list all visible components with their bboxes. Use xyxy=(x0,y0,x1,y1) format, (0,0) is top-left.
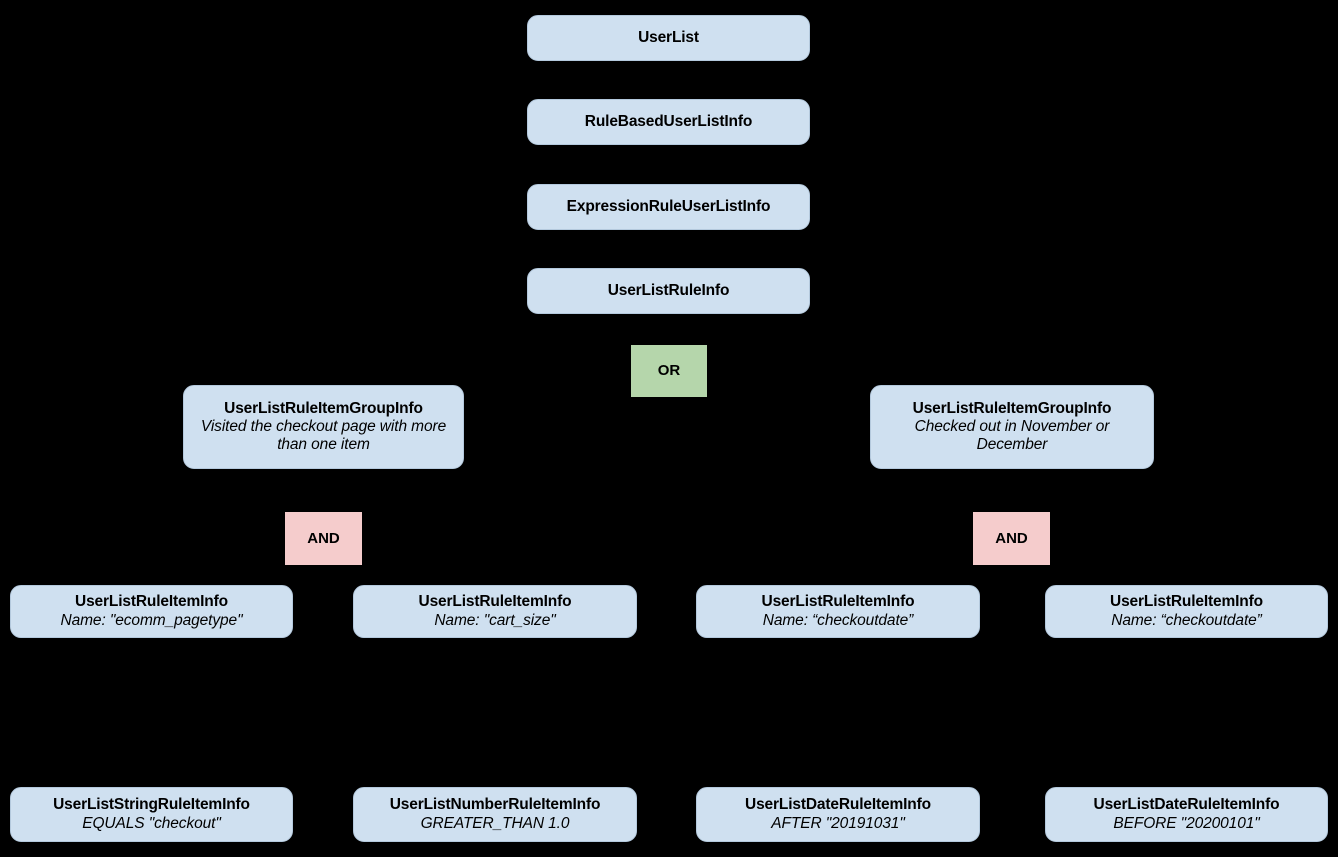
node-description: Name: “checkoutdate” xyxy=(1111,611,1262,629)
node-title: UserListRuleItemGroupInfo xyxy=(224,399,423,417)
node-description: Name: "ecomm_pagetype" xyxy=(60,611,243,629)
node-description: Checked out in November or December xyxy=(914,417,1110,454)
node-title: UserListStringRuleItemInfo xyxy=(53,796,250,814)
node-title: UserListRuleItemGroupInfo xyxy=(912,399,1112,417)
edge-and-right-to-item3 xyxy=(837,565,989,585)
edge-and-left-to-item1 xyxy=(150,565,301,585)
node-leaf-string-rule-item[interactable]: UserListStringRuleItemInfo EQUALS "check… xyxy=(10,787,293,842)
node-description: BEFORE "20200101" xyxy=(1113,814,1260,832)
operator-or[interactable]: OR xyxy=(631,345,707,397)
node-user-list-rule-info[interactable]: UserListRuleInfo xyxy=(527,268,810,314)
edge-or-to-group-right xyxy=(707,370,1001,386)
node-rule-item-3[interactable]: UserListRuleItemInfo Name: “checkoutdate… xyxy=(696,585,980,638)
operator-label: AND xyxy=(307,529,340,547)
node-group-left[interactable]: UserListRuleItemGroupInfo Visited the ch… xyxy=(183,385,464,469)
node-title: UserListDateRuleItemInfo xyxy=(745,796,931,814)
node-description: GREATER_THAN 1.0 xyxy=(420,814,570,832)
node-title: UserListRuleInfo xyxy=(607,281,730,299)
operator-and-left[interactable]: AND xyxy=(285,512,362,565)
node-description: Visited the checkout page with more than… xyxy=(200,417,447,454)
node-description: Name: “checkoutdate” xyxy=(762,611,914,629)
operator-and-right[interactable]: AND xyxy=(973,512,1050,565)
node-rule-item-1[interactable]: UserListRuleItemInfo Name: "ecomm_pagety… xyxy=(10,585,293,638)
node-rule-based-user-list-info[interactable]: RuleBasedUserListInfo xyxy=(527,99,810,145)
operator-label: OR xyxy=(657,362,681,380)
node-title: UserList xyxy=(638,28,699,46)
operator-label: AND xyxy=(995,529,1028,547)
node-description: Name: "cart_size" xyxy=(434,611,556,629)
node-description: EQUALS "checkout" xyxy=(82,814,221,832)
node-title: UserListNumberRuleItemInfo xyxy=(389,796,601,814)
node-rule-item-2[interactable]: UserListRuleItemInfo Name: "cart_size" xyxy=(353,585,637,638)
node-title: ExpressionRuleUserListInfo xyxy=(566,197,771,215)
node-leaf-date-rule-item-after[interactable]: UserListDateRuleItemInfo AFTER "20191031… xyxy=(696,787,980,842)
node-expression-rule-user-list-info[interactable]: ExpressionRuleUserListInfo xyxy=(527,184,810,230)
edge-and-right-to-item4 xyxy=(1033,565,1187,585)
node-title: UserListDateRuleItemInfo xyxy=(1093,796,1280,814)
node-rule-item-4[interactable]: UserListRuleItemInfo Name: “checkoutdate… xyxy=(1045,585,1328,638)
node-description: AFTER "20191031" xyxy=(771,814,905,832)
node-title: UserListRuleItemInfo xyxy=(418,593,572,611)
node-title: UserListRuleItemInfo xyxy=(1110,593,1263,611)
node-leaf-date-rule-item-before[interactable]: UserListDateRuleItemInfo BEFORE "2020010… xyxy=(1045,787,1328,842)
node-title: UserListRuleItemInfo xyxy=(75,593,228,611)
node-leaf-number-rule-item[interactable]: UserListNumberRuleItemInfo GREATER_THAN … xyxy=(353,787,637,842)
edge-or-to-group-left xyxy=(339,370,640,386)
node-group-right[interactable]: UserListRuleItemGroupInfo Checked out in… xyxy=(870,385,1154,469)
node-user-list[interactable]: UserList xyxy=(527,15,810,61)
node-title: UserListRuleItemInfo xyxy=(761,593,915,611)
edge-and-left-to-item2 xyxy=(345,565,496,585)
node-title: RuleBasedUserListInfo xyxy=(584,112,753,130)
